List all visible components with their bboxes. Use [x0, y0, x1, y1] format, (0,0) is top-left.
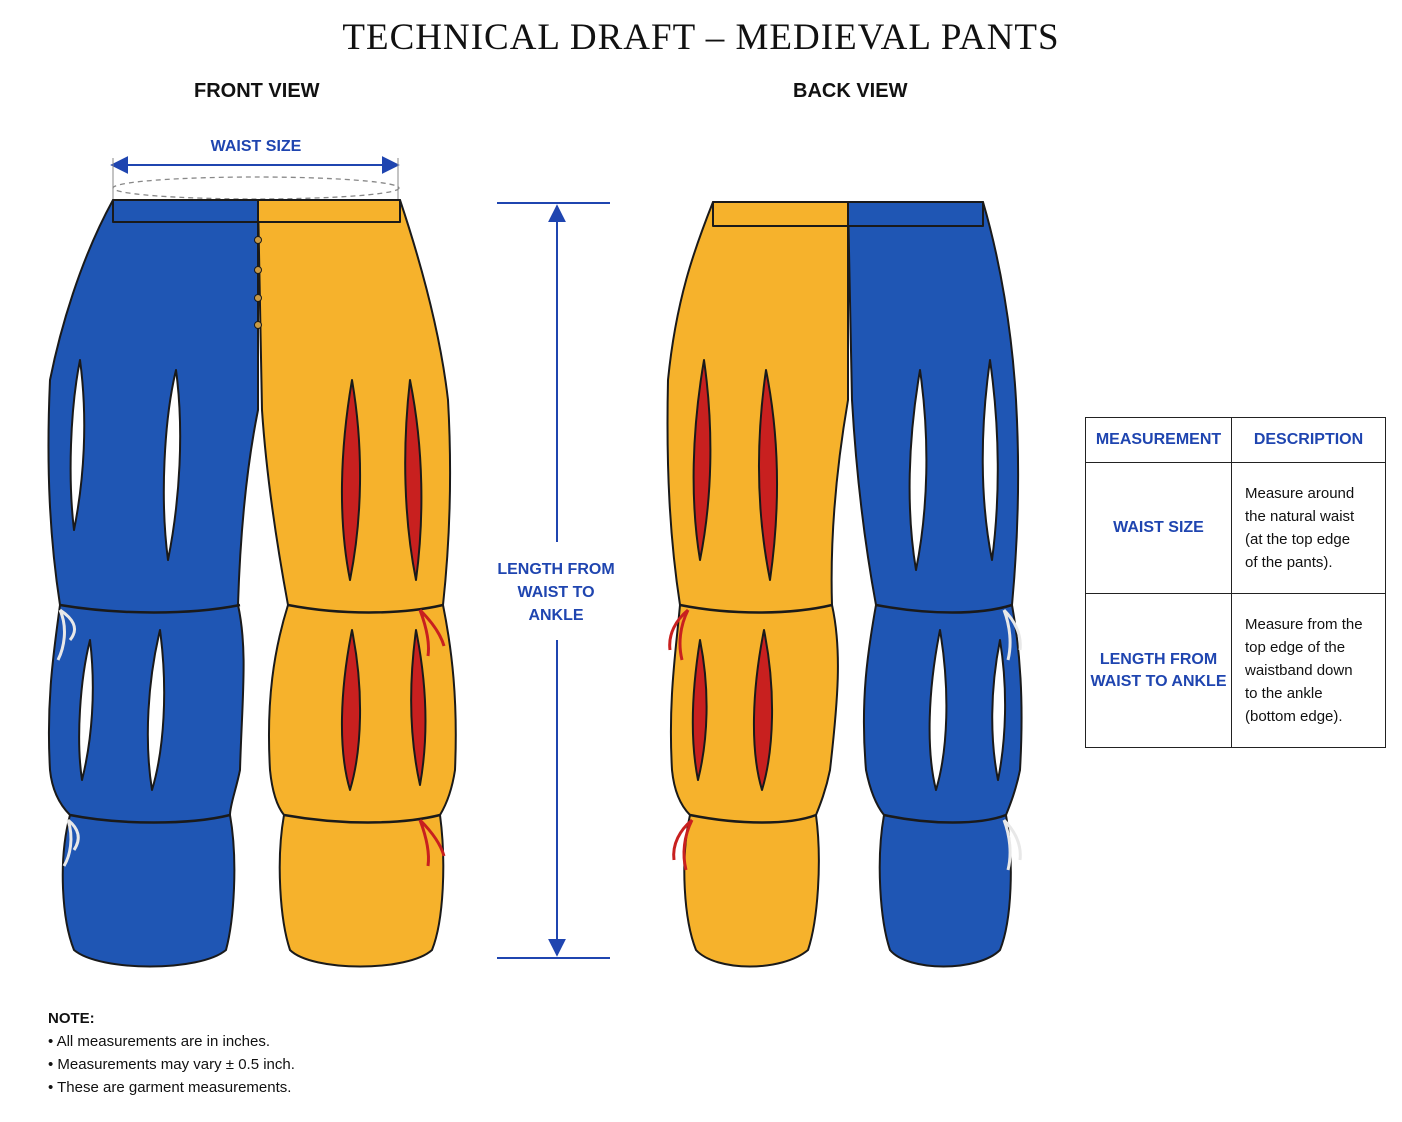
length-label-line-3: ANKLE	[528, 607, 584, 624]
front-slash-red-1	[340, 379, 362, 581]
length-measurement-text: LENGTH FROM	[1099, 650, 1218, 668]
back-slash-white-4	[991, 639, 1007, 781]
table-header-row: MEASUREMENT DESCRIPTION	[1085, 417, 1386, 463]
length-desc-line: top edge of the	[1245, 639, 1346, 656]
front-slash-white-1	[69, 359, 86, 531]
waist-desc-line: of the pants).	[1245, 554, 1333, 571]
header-description: DESCRIPTION	[1231, 417, 1386, 463]
back-right-leg	[847, 201, 1023, 968]
length-desc-line: waistband down	[1245, 662, 1353, 679]
front-slash-white-4	[146, 629, 166, 791]
length-dimension	[497, 202, 610, 959]
front-slash-red-2	[404, 379, 423, 581]
front-slash-white-2	[162, 369, 182, 561]
header-measurement: MEASUREMENT	[1085, 417, 1232, 463]
front-left-leg	[47, 199, 259, 968]
front-waistband	[112, 199, 259, 223]
note-item: • All measurements are in inches.	[48, 1033, 271, 1050]
back-slash-white-3	[928, 629, 948, 791]
length-label: LENGTH FROM WAIST TO ANKLE	[486, 558, 626, 627]
measurement-table: MEASUREMENT DESCRIPTION WAIST SIZE Measu…	[1085, 417, 1386, 748]
back-slash-red-3	[752, 629, 774, 791]
length-desc-line: to the ankle	[1245, 685, 1323, 702]
back-view-label: BACK VIEW	[793, 80, 908, 102]
row-length-description: Measure from the top edge of the waistba…	[1231, 593, 1386, 748]
back-ties	[668, 608, 1022, 871]
table-row: LENGTH FROM WAIST TO ANKLE Measure from …	[1085, 593, 1386, 748]
back-slash-red-4	[691, 639, 708, 781]
length-desc-line: Measure from the	[1245, 616, 1363, 633]
waist-measurement-text: WAIST SIZE	[1113, 519, 1204, 536]
back-slash-red-2	[757, 369, 779, 581]
front-buttons	[254, 236, 262, 329]
back-slash-white-1	[908, 369, 928, 571]
front-pants	[47, 199, 457, 968]
front-slash-white-3	[78, 639, 94, 781]
front-slash-red-4	[410, 629, 427, 786]
note-item: • These are garment measurements.	[48, 1079, 292, 1096]
table-row: WAIST SIZE Measure around the natural wa…	[1085, 462, 1386, 594]
waist-desc-line: Measure around	[1245, 485, 1355, 502]
waist-dimension	[110, 156, 400, 200]
row-waist-measurement: WAIST SIZE	[1085, 462, 1232, 594]
length-label-line-1: LENGTH FROM	[497, 561, 615, 578]
back-slash-white-2	[981, 359, 999, 561]
front-ties	[56, 608, 446, 867]
front-right-leg	[257, 199, 457, 968]
page-title: TECHNICAL DRAFT – MEDIEVAL PANTS	[342, 17, 1060, 58]
note-item: • Measurements may vary ± 0.5 inch.	[48, 1056, 295, 1073]
row-waist-description: Measure around the natural waist (at the…	[1231, 462, 1386, 594]
length-desc-line: (bottom edge).	[1245, 708, 1343, 725]
front-slash-red-3	[340, 629, 362, 791]
back-slash-red-1	[692, 359, 712, 561]
note-title: NOTE:	[48, 1010, 95, 1027]
waist-desc-line: the natural waist	[1245, 508, 1355, 525]
length-label-line-2: WAIST TO	[517, 584, 595, 601]
notes-block: NOTE: • All measurements are in inches. …	[48, 1007, 295, 1099]
row-length-measurement: LENGTH FROM WAIST TO ANKLE	[1085, 593, 1232, 748]
back-pants	[666, 201, 1023, 968]
length-measurement-text: WAIST TO ANKLE	[1090, 672, 1227, 690]
waist-size-label: WAIST SIZE	[210, 138, 302, 155]
front-view-label: FRONT VIEW	[194, 80, 320, 102]
back-left-leg	[666, 201, 849, 968]
waist-desc-line: (at the top edge	[1245, 531, 1351, 548]
